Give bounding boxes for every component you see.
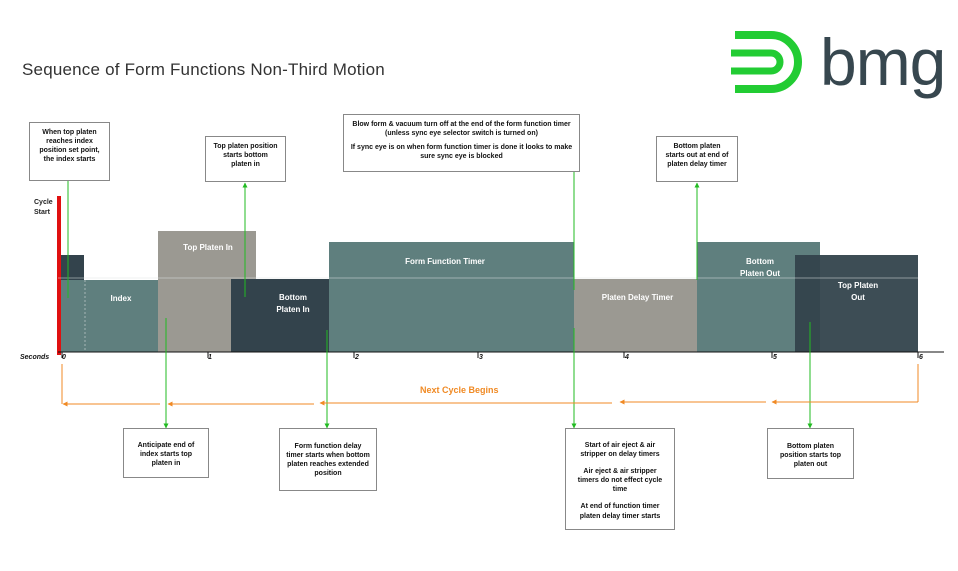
tick-2: 2 bbox=[355, 354, 359, 361]
callout-blow-form: Blow form & vacuum turn off at the end o… bbox=[343, 114, 580, 172]
tick-4: 4 bbox=[625, 354, 629, 361]
callout-air-eject-text-2: Air eject & air stripper timers do not e… bbox=[577, 468, 663, 494]
callout-form-delay-text: Form function delay timer starts when bo… bbox=[286, 443, 370, 478]
callout-top-platen-pos: Top platen position starts bottom platen… bbox=[205, 136, 286, 182]
cycle-start-label: Cycle Start bbox=[34, 198, 53, 218]
callout-blow-form-text-2: If sync eye is on when form function tim… bbox=[350, 144, 573, 161]
tick-5: 5 bbox=[773, 354, 777, 361]
bar-bottom-platen-in-label: Bottom Platen In bbox=[276, 293, 310, 314]
callout-air-eject-text-3: At end of function timer platen delay ti… bbox=[579, 503, 661, 520]
bar-index-label: Index bbox=[110, 294, 132, 303]
tick-1: 1 bbox=[208, 354, 212, 361]
bar-platen-delay-timer bbox=[574, 279, 698, 352]
bar-bottom-platen-out-label: Bottom Platen Out bbox=[739, 257, 780, 278]
bar-form-function-timer bbox=[329, 242, 574, 352]
bar-top-platen-out bbox=[795, 255, 918, 352]
cycle-start-line1: Cycle bbox=[34, 199, 53, 206]
bar-bottom-platen-in bbox=[231, 279, 329, 352]
callout-index-start-text: When top platen reaches index position s… bbox=[39, 129, 100, 164]
tick-6: 6 bbox=[919, 354, 923, 361]
logo-text: bmg bbox=[820, 25, 946, 99]
axis-label: Seconds bbox=[20, 354, 50, 361]
callout-blow-form-text-1: Blow form & vacuum turn off at the end o… bbox=[352, 121, 571, 138]
bar-form-function-timer-label: Form Function Timer bbox=[405, 257, 485, 266]
callout-index-start: When top platen reaches index position s… bbox=[29, 122, 110, 181]
callout-air-eject-text-1: Start of air eject & air stripper on del… bbox=[580, 442, 660, 459]
callout-top-platen-pos-text: Top platen position starts bottom platen… bbox=[213, 143, 278, 169]
callout-bottom-platen-starts-text: Bottom platen starts out at end of plate… bbox=[665, 143, 729, 169]
tick-0: 0 bbox=[62, 354, 66, 361]
next-cycle-label: Next Cycle Begins bbox=[420, 385, 499, 395]
callout-bottom-platen-starts: Bottom platen starts out at end of plate… bbox=[656, 136, 738, 182]
cycle-start-line2: Start bbox=[34, 209, 50, 217]
tick-3: 3 bbox=[479, 354, 483, 361]
callout-bottom-platen-pos-text: Bottom platen position starts top platen… bbox=[779, 443, 842, 469]
callout-form-delay: Form function delay timer starts when bo… bbox=[279, 428, 377, 491]
callout-air-eject: Start of air eject & air stripper on del… bbox=[565, 428, 675, 530]
bmg-logo: bmg bbox=[727, 22, 947, 102]
callout-anticipate-text: Anticipate end of index starts top plate… bbox=[137, 442, 195, 468]
page-title: Sequence of Form Functions Non-Third Mot… bbox=[22, 60, 385, 79]
bar-top-platen-out-label: Top Platen Out bbox=[837, 281, 879, 302]
bmg-logo-mark-icon bbox=[731, 31, 802, 93]
bar-top-platen-in-label: Top Platen In bbox=[183, 243, 233, 252]
callout-anticipate: Anticipate end of index starts top plate… bbox=[123, 428, 209, 478]
bar-platen-delay-timer-label: Platen Delay Timer bbox=[601, 293, 674, 302]
callout-bottom-platen-pos: Bottom platen position starts top platen… bbox=[767, 428, 854, 479]
cycle-start-marker bbox=[57, 196, 61, 355]
